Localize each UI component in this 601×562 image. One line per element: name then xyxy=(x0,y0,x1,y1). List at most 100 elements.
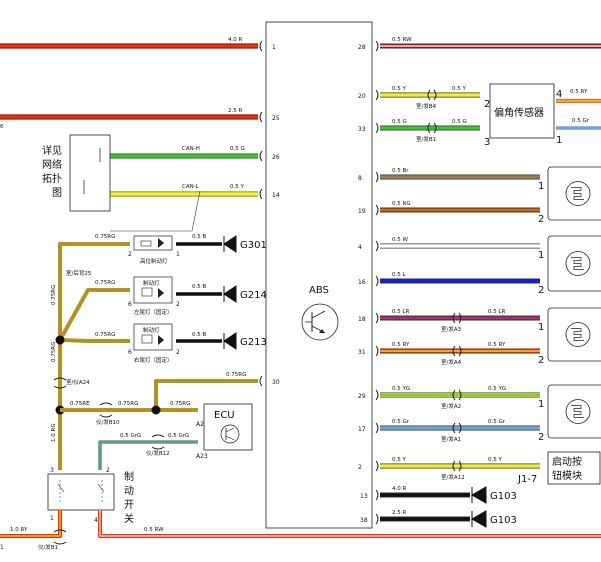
ecu-feed: 0.75RG 0.75RE 0.75RG 0.75RG 仪/发B10 A25 0… xyxy=(60,372,258,470)
wire-edge-fragment: 6 xyxy=(0,124,4,130)
sensor-coil-glyph xyxy=(571,405,584,418)
pin-number: 13 xyxy=(360,493,368,500)
svg-text:制: 制 xyxy=(124,470,134,483)
wire-label: 0.5 RG xyxy=(392,201,411,207)
svg-text:0.5 GrG: 0.5 GrG xyxy=(120,433,141,439)
wire-label: 4.0 R xyxy=(228,37,242,43)
svg-text:室/仪A24: 室/仪A24 xyxy=(66,378,90,386)
start-button-conn: J1-7 xyxy=(517,474,537,485)
svg-text:0.5 RW: 0.5 RW xyxy=(144,527,164,533)
svg-text:仪/发B12: 仪/发B12 xyxy=(146,449,170,457)
wire-pin25: 2.5 R 6 xyxy=(0,108,258,130)
wire-pin14-can-l: CAN-L 0.5 Y xyxy=(110,184,258,232)
pin-bracket xyxy=(375,275,379,287)
inline-connector-label: 室/发B1 xyxy=(416,135,436,143)
svg-text:0.75RG: 0.75RG xyxy=(118,401,138,407)
sensor-coil-glyph xyxy=(571,257,584,270)
svg-text:A23: A23 xyxy=(196,453,208,460)
svg-text:高位制动灯: 高位制动灯 xyxy=(140,257,168,265)
svg-text:制动灯: 制动灯 xyxy=(143,279,160,287)
svg-text:26: 26 xyxy=(272,154,280,161)
wire-pin26-can-h: CAN-H 0.5 G xyxy=(110,146,258,159)
svg-text:G301: G301 xyxy=(240,240,267,251)
svg-text:1: 1 xyxy=(176,251,180,258)
pin-bracket xyxy=(375,389,379,401)
svg-text:0.75RG: 0.75RG xyxy=(51,342,57,362)
wire-label: 0.5 L xyxy=(392,272,406,278)
inline-connector xyxy=(452,389,462,401)
svg-text:30: 30 xyxy=(272,379,280,386)
svg-text:动: 动 xyxy=(124,485,134,497)
svg-text:0.5 GrG: 0.5 GrG xyxy=(168,433,189,439)
note-line: 网络 xyxy=(42,158,62,171)
sensor-pin: 1 xyxy=(538,322,544,333)
yaw-out-label: 0.5 RY xyxy=(570,89,588,95)
svg-text:4: 4 xyxy=(94,517,98,524)
svg-text:2: 2 xyxy=(106,467,110,474)
yaw-sensor-pin: 3 xyxy=(484,137,490,148)
svg-text:0.5 B: 0.5 B xyxy=(192,284,206,290)
wire-label-2: 0.5 LR xyxy=(488,309,506,315)
inline-connector-label: 室/发A3 xyxy=(441,325,462,333)
svg-text:左尾灯（固定）: 左尾灯（固定） xyxy=(134,308,173,316)
svg-text:6: 6 xyxy=(128,349,132,356)
topology-reference: 详见 网络 拓扑 图 xyxy=(42,134,111,212)
inline-connector-label: 室/发A4 xyxy=(441,358,462,366)
wire-label: 0.5 LR xyxy=(392,309,410,315)
svg-text:0.75RG: 0.75RG xyxy=(170,401,190,407)
svg-text:0.5 B: 0.5 B xyxy=(192,234,206,240)
svg-text:0.5 B: 0.5 B xyxy=(192,332,206,338)
pin-bracket xyxy=(375,122,379,134)
pin-number: 31 xyxy=(358,349,366,356)
svg-text:14: 14 xyxy=(272,192,280,199)
svg-text:0.75RG: 0.75RG xyxy=(226,372,246,378)
abs-module-symbol xyxy=(301,303,339,341)
pin-number: 38 xyxy=(360,517,368,524)
wire-label: 0.5 Br xyxy=(392,168,409,174)
yaw-sensor-pin: 1 xyxy=(556,135,562,146)
sensor-pin: 2 xyxy=(538,432,544,443)
svg-text:1.0 RG: 1.0 RG xyxy=(51,423,57,442)
wire-label-2: 0.5 Gr xyxy=(488,419,506,425)
pin-number: 8 xyxy=(358,175,362,182)
svg-text:右尾灯（固定）: 右尾灯（固定） xyxy=(134,356,173,364)
bottom-wires: 1.0 RY 1 仪/发B1 0.5 RW xyxy=(0,510,601,551)
svg-text:A25: A25 xyxy=(196,421,208,428)
svg-text:2: 2 xyxy=(176,301,180,308)
svg-text:室/后背25: 室/后背25 xyxy=(66,269,92,277)
yaw-sensor-pin: 4 xyxy=(556,89,562,100)
pin-number: 19 xyxy=(358,208,366,215)
ground-label: G103 xyxy=(490,491,517,502)
inline-connector-label: 室/发A2 xyxy=(441,402,461,410)
svg-text:仪/发B10: 仪/发B10 xyxy=(96,418,120,426)
pin-bracket xyxy=(375,89,379,101)
abs-left-pins: 1 25 26 14 30 xyxy=(259,40,280,387)
wire-label: 0.5 YG xyxy=(392,386,410,392)
sensor-pin: 2 xyxy=(538,355,544,366)
ground-symbol xyxy=(470,510,487,528)
sensor-pin: 1 xyxy=(538,250,544,261)
note-line: 详见 xyxy=(42,144,62,157)
pin-number: 29 xyxy=(358,393,366,400)
svg-text:3: 3 xyxy=(50,467,54,474)
svg-text:开: 开 xyxy=(124,500,134,511)
pin-bracket xyxy=(375,422,379,434)
wire-label: 0.75RG xyxy=(95,234,115,240)
inline-connector xyxy=(452,345,462,357)
svg-text:2: 2 xyxy=(128,251,132,258)
svg-text:1.0 RY: 1.0 RY xyxy=(10,527,28,533)
yaw-sensor-box xyxy=(489,83,555,139)
inline-connector xyxy=(452,312,462,324)
net-label: CAN-H xyxy=(182,146,200,152)
wire-label: 0.5 RY xyxy=(392,342,410,348)
wire-label-2: 0.5 YG xyxy=(488,386,506,392)
wire-label: 0.75RG xyxy=(95,332,115,338)
sensor-pin: 2 xyxy=(538,214,544,225)
pin-bracket xyxy=(375,240,379,252)
wire-label: 0.75RG xyxy=(95,280,115,286)
wire-label-2: 0.5 RY xyxy=(488,342,506,348)
sensor-pin: 1 xyxy=(538,399,544,410)
start-button-title: 启动按 xyxy=(552,455,582,468)
wire-label: 2.5 R xyxy=(392,510,406,516)
